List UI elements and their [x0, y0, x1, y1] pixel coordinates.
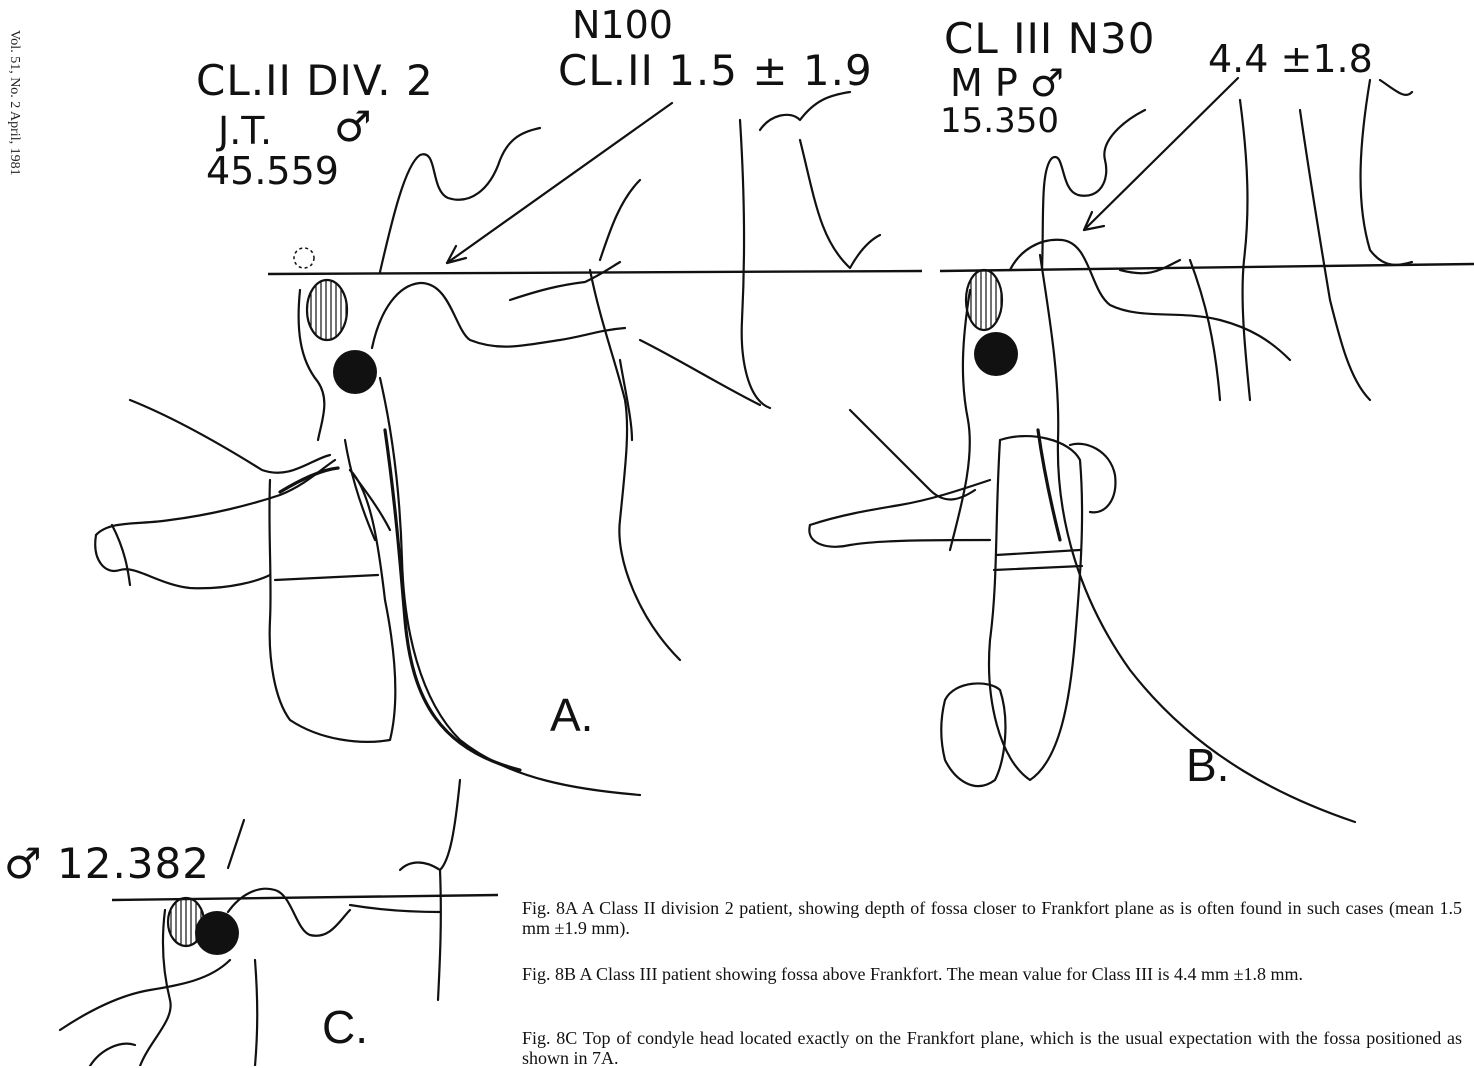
tracing-c [60, 780, 498, 1066]
caption-fig-8c: Fig. 8C Top of condyle head located exac… [522, 1028, 1462, 1068]
caption-fig-8a: Fig. 8A A Class II division 2 patient, s… [522, 898, 1462, 938]
condyle-dot-c [195, 911, 239, 955]
callout-a-mean: CL.II 1.5 ± 1.9 [558, 50, 873, 92]
condyle-dot-a [333, 350, 377, 394]
callout-a-sample: N100 [572, 6, 673, 44]
condyle-dot-b [974, 332, 1018, 376]
panel-label-c: C. [322, 1004, 368, 1050]
ear-rod-a [307, 280, 347, 340]
orbitale-a [294, 248, 314, 268]
ear-rod-b [966, 270, 1002, 330]
note-a-id: 45.559 [206, 152, 339, 190]
callout-b-mean: 4.4 ±1.8 [1208, 40, 1373, 78]
note-b-id: 15.350 [940, 104, 1059, 138]
note-b-class: CL III N30 [944, 18, 1155, 60]
tracing-a [95, 92, 922, 795]
note-a-initials: J.T. [218, 112, 272, 150]
panel-label-b: B. [1186, 742, 1229, 788]
note-a-class: CL.II DIV. 2 [196, 60, 434, 102]
note-a-sex: ♂ [334, 106, 373, 148]
margin-journal-reference: Vol. 51, No. 2 April, 1981 [6, 30, 22, 176]
caption-fig-8b: Fig. 8B A Class III patient showing foss… [522, 964, 1462, 984]
panel-label-a: A. [550, 692, 593, 738]
arrow-b [1084, 78, 1238, 230]
note-c-id: ♂ 12.382 [4, 843, 210, 885]
tracing-b [809, 78, 1474, 822]
note-b-initials: M P ♂ [950, 64, 1064, 102]
frankfort-plane-a [268, 271, 922, 274]
